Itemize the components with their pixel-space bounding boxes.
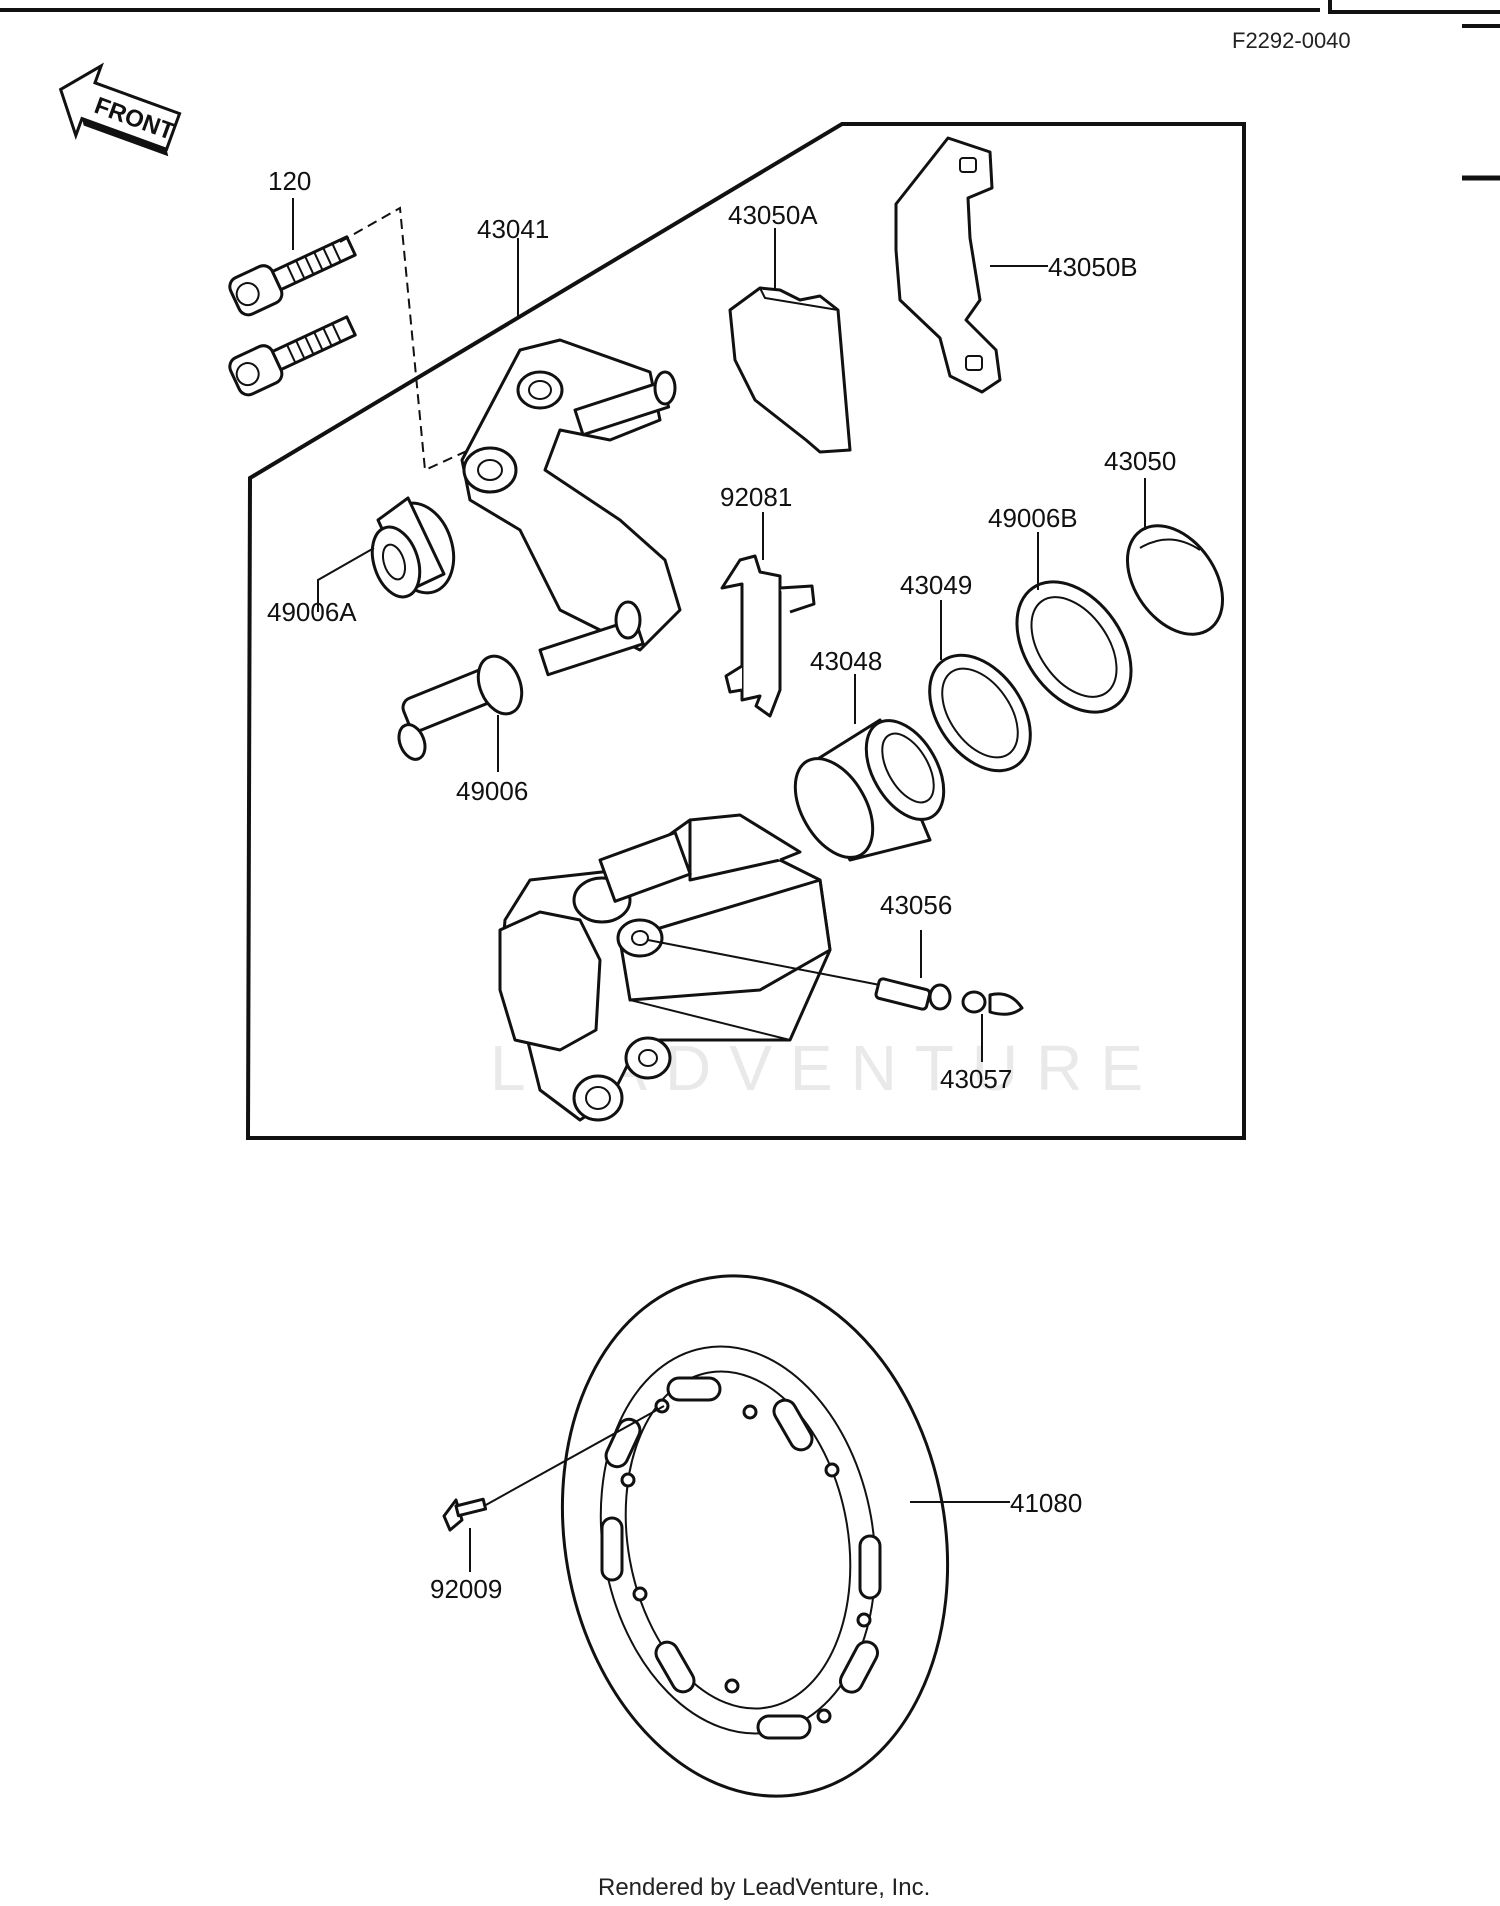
caliper-assembly-frame (245, 122, 1246, 1140)
leader-49006A (317, 547, 375, 612)
disc-screw-92009 (442, 1497, 488, 1532)
caliper-body (498, 813, 832, 1122)
piston-seal-43049 (928, 653, 1032, 773)
boot-49006A (370, 496, 456, 599)
footer-credit: Rendered by LeadVenture, Inc. (598, 1874, 930, 1901)
label-43049: 43049 (900, 570, 972, 600)
label-92009: 92009 (430, 1574, 502, 1604)
brake-pad-43050A (728, 286, 852, 454)
piston-43048 (793, 718, 946, 862)
bleeder-valve-43056 (874, 977, 952, 1011)
screw-alignment-line (483, 1405, 665, 1507)
label-43041: 43041 (477, 214, 549, 244)
label-43050B: 43050B (1048, 252, 1138, 282)
label-49006: 49006 (456, 776, 528, 806)
label-43048: 43048 (810, 646, 882, 676)
pad-spring-92081 (720, 554, 816, 718)
brake-pad-43050B (894, 136, 1002, 394)
slide-pin-49006 (397, 654, 524, 761)
label-49006A: 49006A (267, 597, 357, 627)
diagram-code: F2292-0040 (1232, 28, 1351, 53)
caliper-bracket-43041 (460, 338, 682, 677)
label-120: 120 (268, 166, 311, 196)
front-arrow-icon: FRONT (58, 62, 182, 157)
label-43050A: 43050A (728, 200, 818, 230)
brake-disc-41080 (560, 1274, 950, 1798)
label-92081: 92081 (720, 482, 792, 512)
label-43050: 43050 (1104, 446, 1176, 476)
label-41080: 41080 (1010, 1488, 1082, 1518)
bleeder-cap-43057 (961, 990, 1024, 1016)
bolt-120 (228, 235, 357, 397)
bleeder-alignment-line (647, 939, 881, 986)
label-43057: 43057 (940, 1064, 1012, 1094)
cap-43050 (1125, 524, 1225, 636)
label-43056: 43056 (880, 890, 952, 920)
top-right-tab (1328, 0, 1500, 14)
dust-seal-49006B (1015, 580, 1133, 714)
bolt-alignment-dashline (339, 206, 481, 472)
label-49006B: 49006B (988, 503, 1078, 533)
